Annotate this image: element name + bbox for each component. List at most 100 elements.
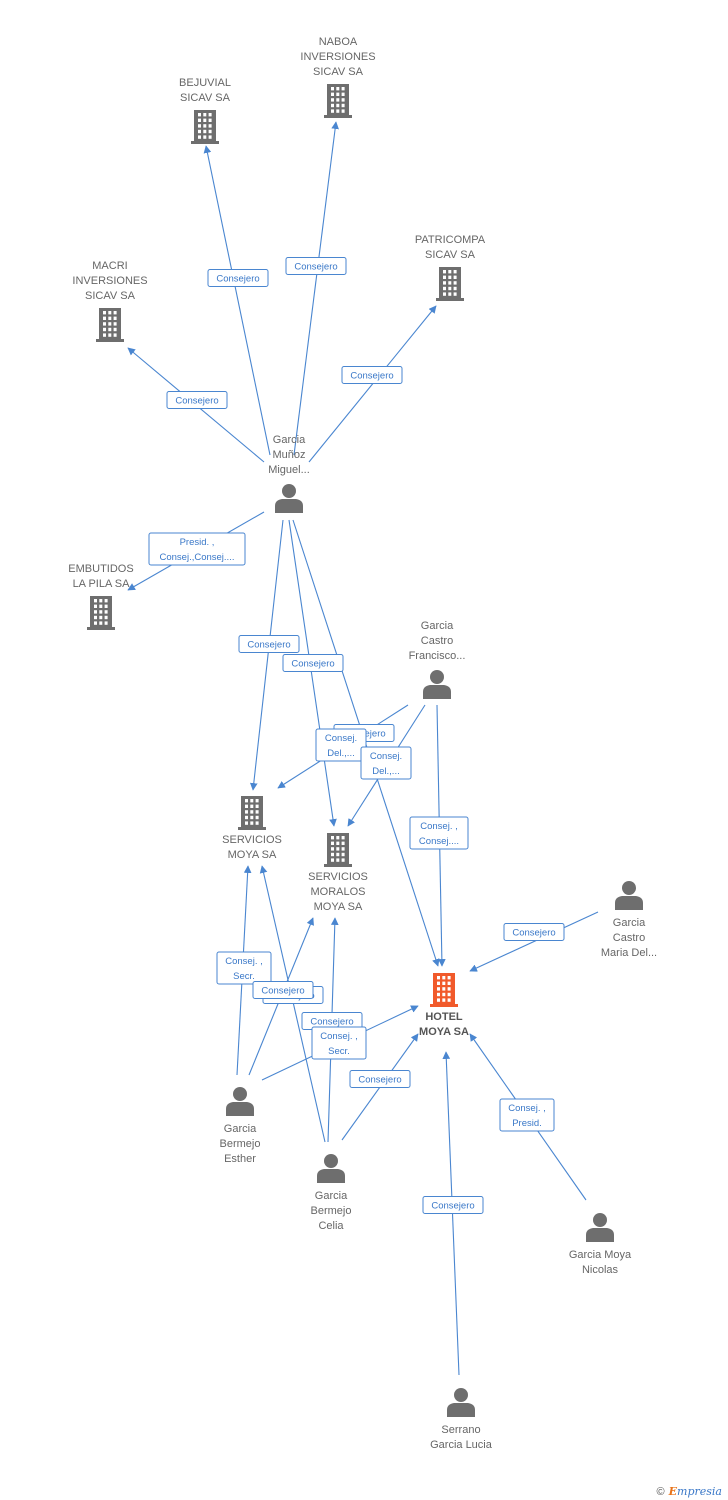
edge-garcia_munoz-to-servicios_moralos bbox=[288, 519, 337, 827]
person-icon bbox=[447, 1388, 475, 1417]
edge-label-text: Consej. , bbox=[320, 1031, 358, 1042]
node-garcia-munoz[interactable]: GarciaMuñozMiguel... bbox=[268, 434, 310, 513]
edge-label-box bbox=[148, 532, 246, 566]
node-label: SERVICIOS bbox=[222, 834, 282, 846]
edge-label-box bbox=[285, 257, 347, 275]
edge-label[interactable]: Consejero bbox=[503, 923, 565, 941]
node-garcia-castro-f[interactable]: GarciaCastroFrancisco... bbox=[409, 620, 466, 699]
edge-label[interactable]: Consejero bbox=[166, 391, 228, 409]
edge-label[interactable]: Consejero bbox=[207, 269, 269, 287]
node-label: Garcia bbox=[613, 917, 646, 929]
node-label: MOYA SA bbox=[419, 1026, 469, 1038]
edge-line bbox=[249, 519, 284, 791]
edge-label[interactable]: Consej. ,Secr. bbox=[216, 951, 272, 985]
node-macri[interactable]: MACRI INVERSIONES SICAV SA bbox=[72, 260, 148, 342]
edge-garcia_munoz-to-naboa bbox=[293, 121, 339, 456]
edge-label-box bbox=[315, 728, 367, 762]
edge-label[interactable]: Consejero bbox=[252, 981, 314, 999]
edge-label-text: Del.,... bbox=[327, 748, 354, 759]
edge-garcia_munoz-to-bejuvial bbox=[203, 145, 271, 456]
edge-label-box bbox=[409, 816, 469, 850]
person-icon bbox=[317, 1154, 345, 1183]
edge-label-text: Presid. bbox=[512, 1118, 542, 1129]
edge-label[interactable]: Consejero bbox=[282, 654, 344, 672]
node-label: BEJUVIAL bbox=[179, 77, 231, 89]
edge-line bbox=[203, 145, 271, 456]
edge-label-box bbox=[238, 635, 300, 653]
building-icon bbox=[238, 796, 266, 830]
person-icon bbox=[226, 1087, 254, 1116]
edge-label[interactable]: Presid. ,Consej.,Consej.... bbox=[148, 532, 246, 566]
edge-label-text: Consej. bbox=[370, 751, 402, 762]
edge-label-text: Consejero bbox=[294, 262, 337, 273]
edge-label-box bbox=[503, 923, 565, 941]
node-label: Maria Del... bbox=[601, 947, 657, 959]
building-icon bbox=[87, 596, 115, 630]
edge-label-text: Secr. bbox=[233, 971, 255, 982]
edge-labels-layer: ConsejeroConsejeroConsejeroConsejeroPres… bbox=[148, 257, 565, 1214]
edge-label[interactable]: Consej. , Secr. bbox=[311, 1026, 367, 1060]
node-label: Serrano bbox=[441, 1424, 480, 1436]
node-label: Garcia bbox=[273, 434, 306, 446]
person-icon bbox=[615, 881, 643, 910]
edge-label-box bbox=[311, 1026, 367, 1060]
building-icon bbox=[436, 267, 464, 301]
building-icon bbox=[324, 84, 352, 118]
node-label: PATRICOMPA bbox=[415, 234, 486, 246]
edge-line bbox=[469, 911, 599, 972]
edge-label-box bbox=[341, 366, 403, 384]
edge-label-text: Consejero bbox=[350, 371, 393, 382]
edge-label[interactable]: Consejero bbox=[238, 635, 300, 653]
node-label: INVERSIONES bbox=[72, 275, 147, 287]
edge-label-text: Consej. bbox=[325, 733, 357, 744]
node-label: SICAV SA bbox=[85, 290, 136, 302]
edge-label[interactable]: Consej. Del.,... bbox=[315, 728, 367, 762]
edge-label[interactable]: Consejero bbox=[349, 1070, 411, 1088]
edge-label-text: Consejero bbox=[291, 659, 334, 670]
edge-label[interactable]: Consej. ,Consej.... bbox=[409, 816, 469, 850]
edge-label[interactable]: Consej. ,Presid. bbox=[499, 1098, 555, 1132]
edge-label-text: Consej.,Consej.... bbox=[160, 552, 235, 563]
brand-logo-text: mpresia bbox=[677, 1485, 722, 1498]
edge-label-text: Consejero bbox=[431, 1201, 474, 1212]
edge-label-box bbox=[207, 269, 269, 287]
edge-label-text: Consejero bbox=[247, 640, 290, 651]
node-label: Nicolas bbox=[582, 1264, 619, 1276]
edge-label-box bbox=[216, 951, 272, 985]
node-label: Garcia Lucia bbox=[430, 1439, 493, 1451]
building-icon bbox=[430, 973, 458, 1007]
node-patricompa[interactable]: PATRICOMPA SICAV SA bbox=[415, 234, 486, 301]
edge-label[interactable]: Consejero bbox=[422, 1196, 484, 1214]
edge-label-text: Secr. bbox=[328, 1046, 350, 1057]
edge-label[interactable]: Consejero bbox=[341, 366, 403, 384]
node-label: Muñoz bbox=[272, 449, 305, 461]
brand-logo[interactable]: Empresia bbox=[669, 1485, 722, 1498]
node-label: MACRI bbox=[92, 260, 127, 272]
edge-label-text: Consejero bbox=[175, 396, 218, 407]
edge-line bbox=[288, 519, 337, 827]
node-label: Bermejo bbox=[311, 1205, 352, 1217]
edge-garcia_castro_m-to-hotel_moya bbox=[469, 911, 599, 972]
node-label: MOYA SA bbox=[314, 901, 363, 913]
node-label: Esther bbox=[224, 1153, 256, 1165]
node-label: SICAV SA bbox=[313, 66, 364, 78]
node-label: Miguel... bbox=[268, 464, 310, 476]
edge-garcia_munoz-to-servicios_moya bbox=[249, 519, 284, 791]
copyright-symbol: © bbox=[656, 1486, 665, 1498]
node-label: Garcia Moya bbox=[569, 1249, 632, 1261]
node-label: SICAV SA bbox=[425, 249, 476, 261]
edge-label[interactable]: Consejero bbox=[285, 257, 347, 275]
edge-label[interactable]: Consej.Del.,... bbox=[360, 746, 412, 780]
